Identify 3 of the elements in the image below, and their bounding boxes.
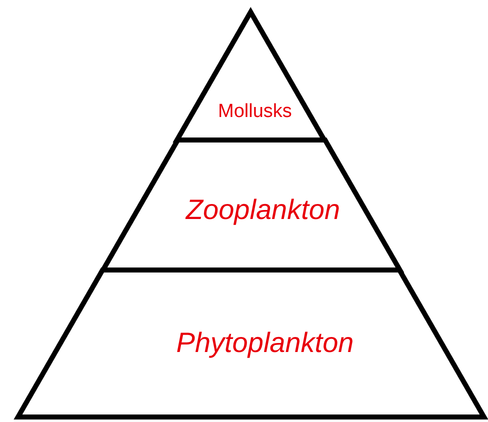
tier-label: Mollusks: [218, 101, 292, 123]
tier-label: Zooplankton: [186, 194, 340, 226]
tier-label: Phytoplankton: [176, 327, 354, 359]
